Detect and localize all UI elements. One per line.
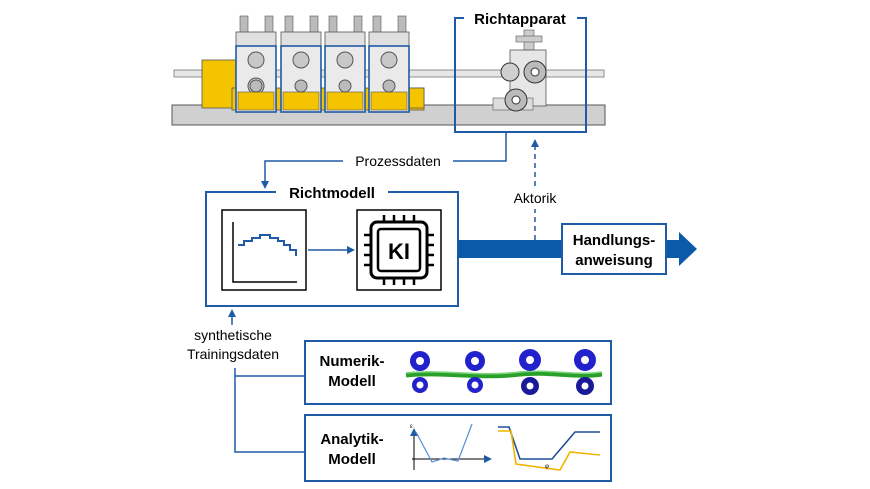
roll-stand xyxy=(324,15,366,113)
synthetische-label-line1: synthetische xyxy=(194,327,272,343)
axis-phi-label: φ xyxy=(545,464,549,470)
richtmodell-label: Richtmodell xyxy=(289,185,375,202)
analytik-label-line2: Modell xyxy=(328,451,376,468)
ki-label: KI xyxy=(388,239,410,264)
prozessdaten-line-left xyxy=(261,160,343,189)
handlungsanweisung-label-line1: Handlungs- xyxy=(573,232,656,249)
straightener-rollers xyxy=(492,29,547,112)
output-arrow-tail xyxy=(666,240,680,258)
prozessdaten-line-right xyxy=(453,132,507,162)
axis-epsilon-label: ε xyxy=(410,424,413,430)
roll-stand xyxy=(235,15,277,113)
analytik-modell-box xyxy=(304,414,612,482)
trainingsdaten-bracket xyxy=(234,368,305,453)
richtapparat-label-bg xyxy=(464,8,577,28)
analytik-label-line1: Analytik- xyxy=(320,431,383,448)
roll-stand xyxy=(280,15,322,113)
handlungsanweisung-label-line2: anweisung xyxy=(575,252,653,269)
aktorik-label-bg xyxy=(498,187,572,209)
roll-simulation-icon xyxy=(405,349,603,395)
output-arrow-shaft xyxy=(458,240,562,258)
analytic-plot-icon: ε φ xyxy=(410,423,601,471)
synthetische-label-line2: Trainingsdaten xyxy=(187,346,279,362)
handlungsanweisung-box xyxy=(561,223,667,275)
straightening-machine-icon xyxy=(171,15,606,126)
roll-stand xyxy=(368,15,410,113)
prozessdaten-label: Prozessdaten xyxy=(355,153,441,169)
numerik-label-line2: Modell xyxy=(328,373,376,390)
aktorik-label: Aktorik xyxy=(514,190,558,206)
ai-chip-icon: KI xyxy=(356,209,442,291)
output-arrow-head xyxy=(679,232,697,266)
numerik-label-line1: Numerik- xyxy=(319,353,384,370)
richtapparat-label: Richtapparat xyxy=(474,11,566,28)
richtmodell-label-bg xyxy=(276,182,388,202)
chart-icon xyxy=(221,209,307,291)
